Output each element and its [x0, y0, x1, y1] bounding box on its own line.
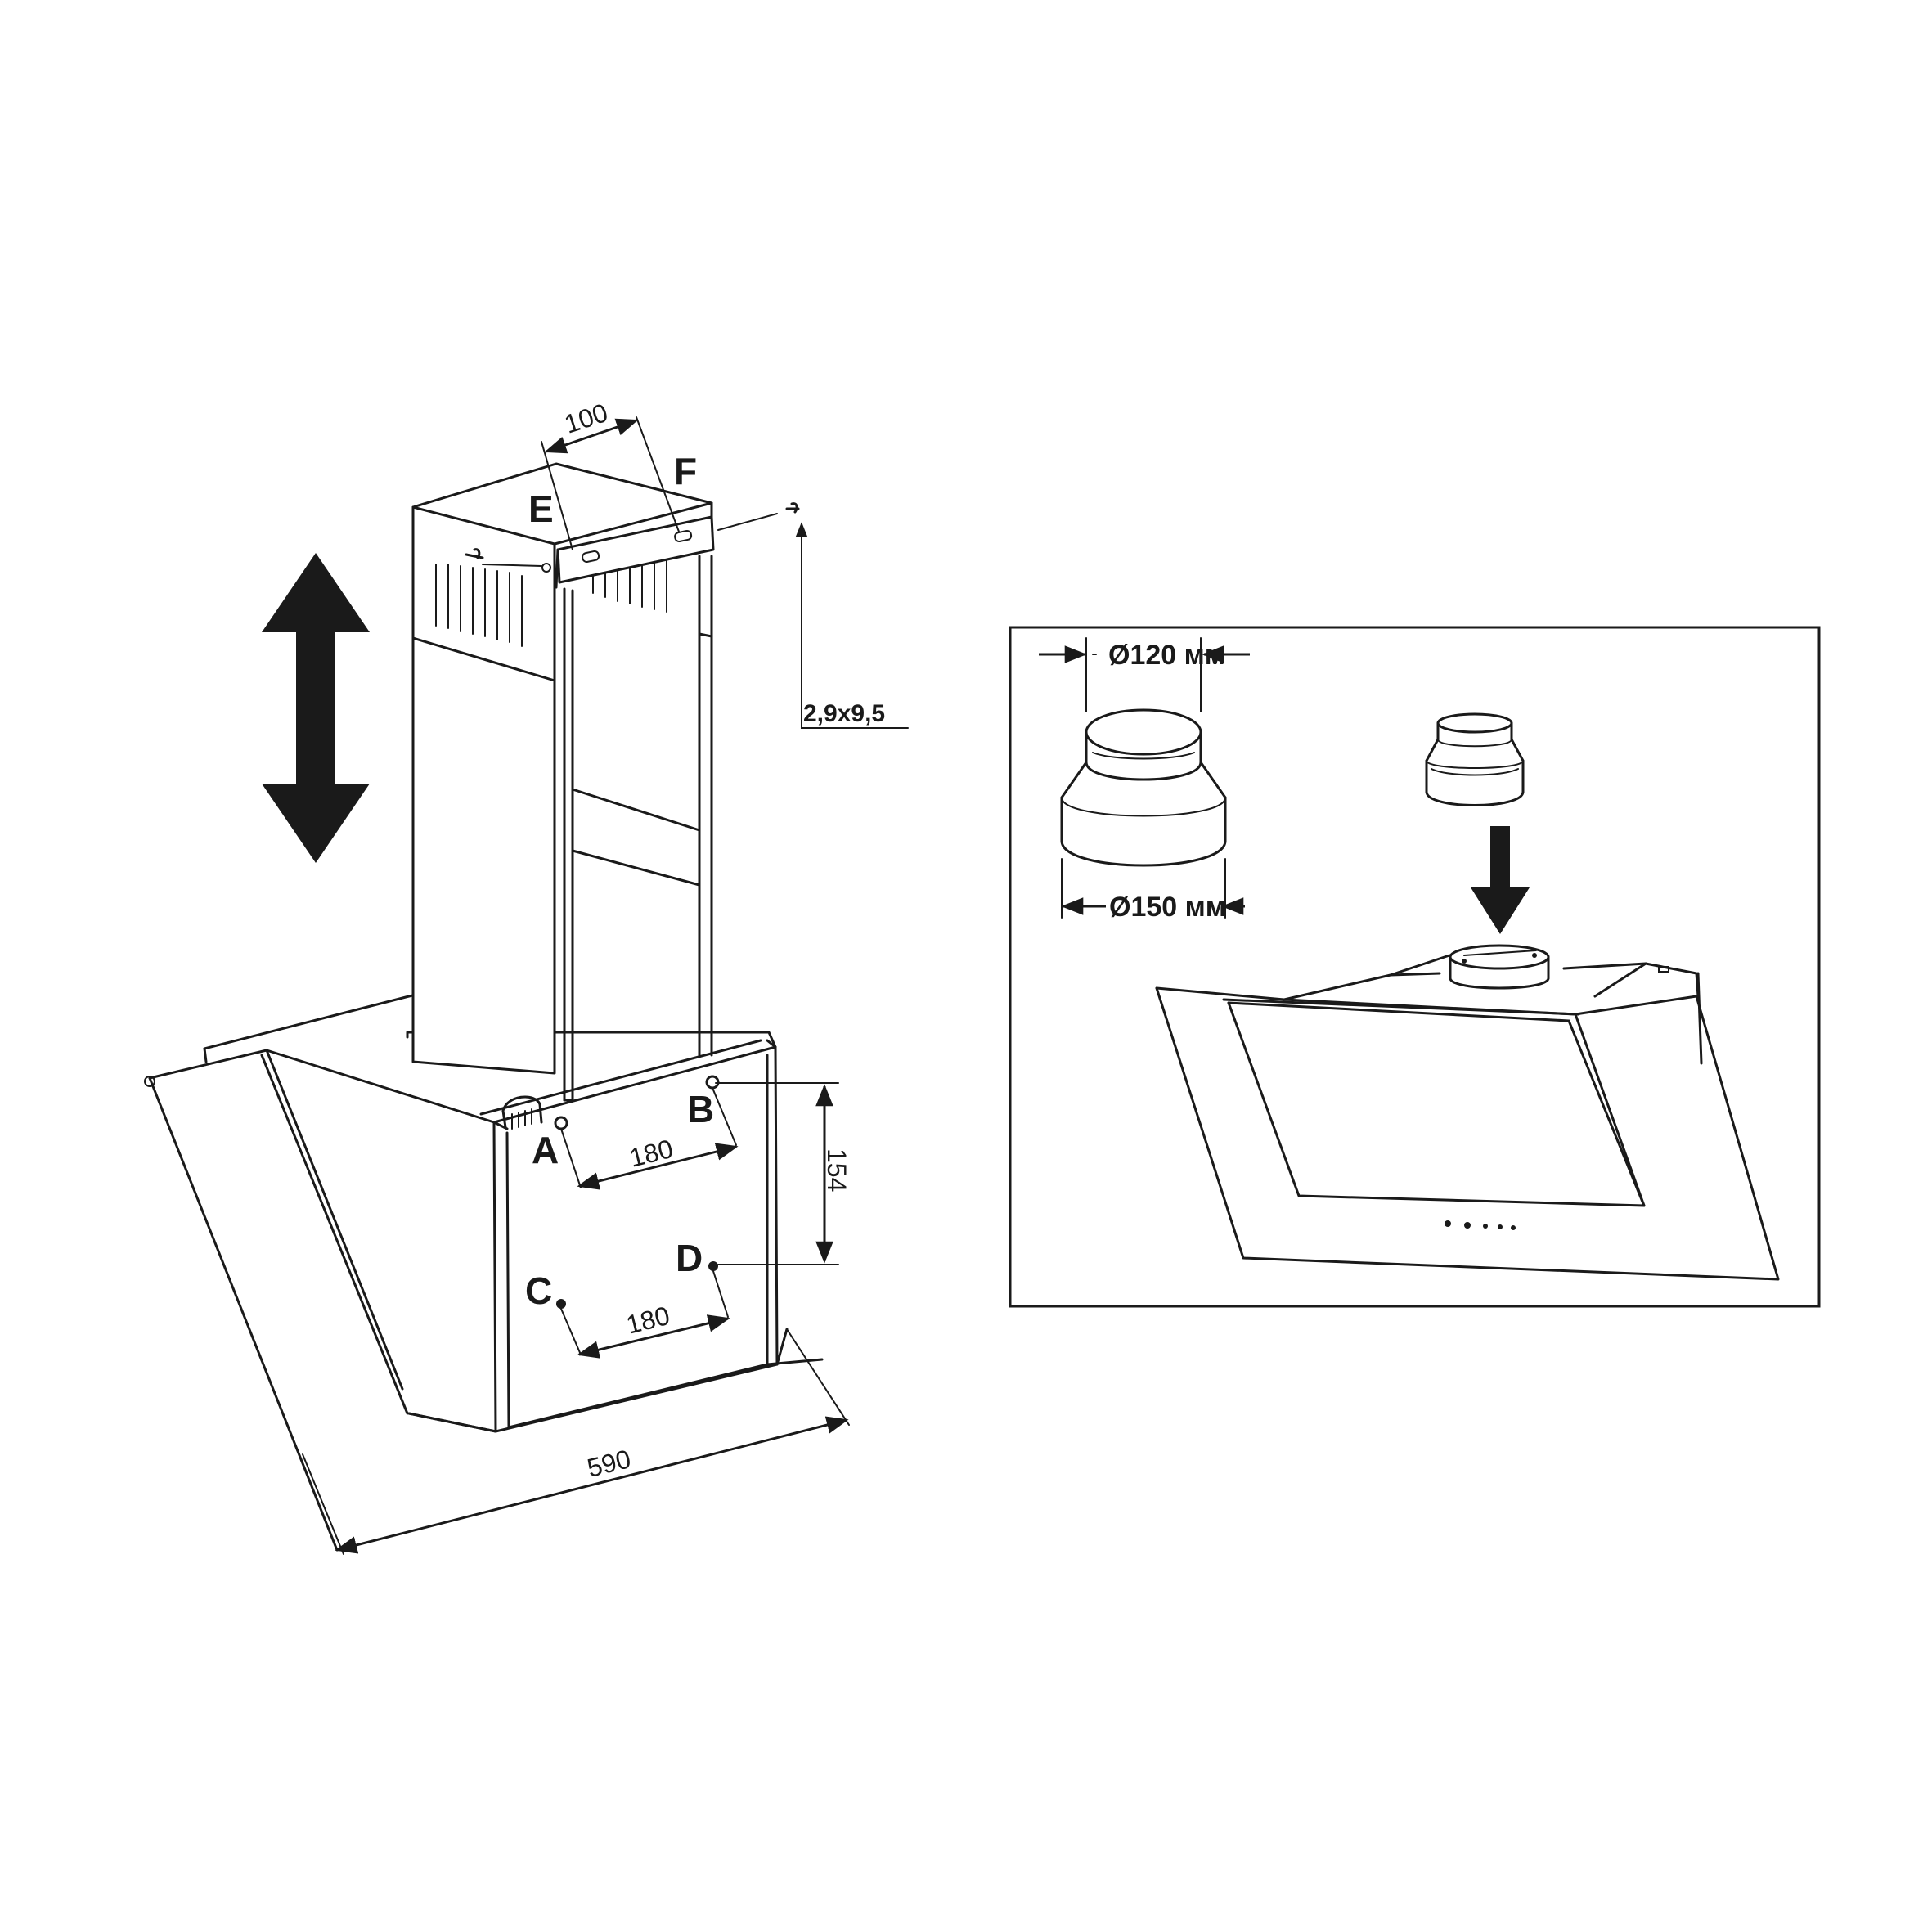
- screw-icon: [785, 502, 800, 514]
- dim-upper-hole-spacing: 180: [627, 1134, 676, 1173]
- down-arrow-icon: [1471, 826, 1530, 934]
- label-b: B: [687, 1088, 714, 1130]
- mounting-bracket: [555, 501, 715, 589]
- chimney-upper: [411, 462, 713, 1102]
- adapter-ring-small: [1425, 712, 1525, 806]
- dim-vertical-hole-spacing: 154: [822, 1148, 851, 1192]
- label-c: C: [525, 1269, 552, 1312]
- glass-panel: [144, 980, 476, 1552]
- duct-adapter-panel: Ø120 мм Ø150 мм: [1009, 626, 1821, 1308]
- dim-top-diameter: Ø120 мм: [1108, 640, 1225, 671]
- dim-bottom-diameter: Ø150 мм: [1109, 892, 1226, 923]
- label-a: A: [532, 1129, 559, 1171]
- up-down-arrow-icon: [262, 553, 370, 863]
- label-e: E: [528, 487, 554, 530]
- screw-icon: [465, 548, 484, 559]
- motor-body: [265, 1031, 824, 1433]
- label-d: D: [676, 1237, 703, 1279]
- adapter-ring-large: [1060, 708, 1227, 867]
- hood-assembly-drawing: E F A B C D 100 180 180 154 590 2,9x9,5: [144, 398, 909, 1555]
- hood-front-view: [1155, 944, 1780, 1281]
- label-f: F: [674, 450, 697, 492]
- screw-size: 2,9x9,5: [803, 700, 885, 727]
